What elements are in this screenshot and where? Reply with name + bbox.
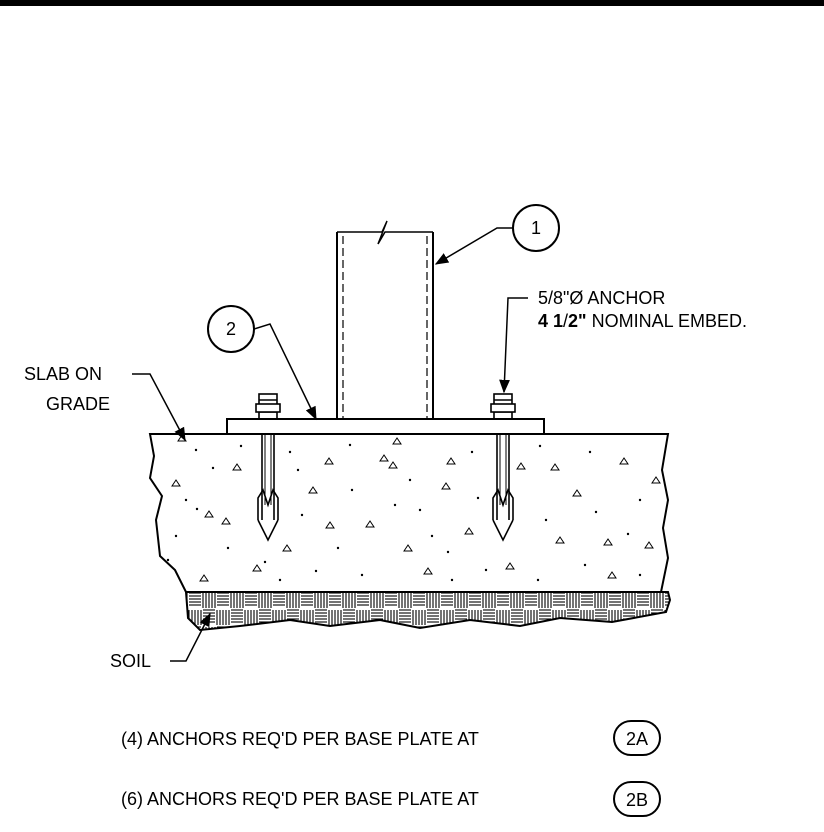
soil-layer: [184, 591, 672, 632]
note-ref-2a: 2A: [626, 729, 648, 749]
note-ref-2a-box: [613, 720, 661, 756]
anchor-bolt-left: [255, 393, 281, 542]
note-4-anchors: (4) ANCHORS REQ'D PER BASE PLATE AT: [121, 729, 479, 749]
steel-post: [336, 220, 434, 419]
leader-soil: [170, 612, 211, 662]
leader-slab: [132, 373, 186, 442]
note-6-anchors: (6) ANCHORS REQ'D PER BASE PLATE AT: [121, 789, 479, 809]
anchor-bolt-right: [490, 393, 516, 542]
slab-label-line1: SLAB ON: [24, 364, 102, 384]
note-ref-2b: 2B: [626, 790, 648, 810]
note-ref-2b-box: [613, 781, 661, 817]
leader-anchor: [499, 297, 528, 394]
aggregate-dots: [166, 443, 642, 582]
soil-label: SOIL: [110, 651, 151, 671]
title-border-bar: [0, 0, 824, 6]
callout-bubble-2-label: 2: [226, 319, 236, 339]
aggregate-stipple: [171, 434, 661, 582]
callout-bubble-1-label: 1: [531, 218, 541, 238]
anchor-label-line1: 5/8"Ø ANCHOR: [538, 288, 665, 308]
base-plate: [226, 418, 545, 435]
leader-plate: [253, 323, 317, 421]
anchor-label-line2: 4 1/2" NOMINAL EMBED.: [538, 311, 747, 331]
leader-post: [434, 227, 513, 265]
slab-label-line2: GRADE: [46, 394, 110, 414]
concrete-slab: [148, 433, 670, 593]
